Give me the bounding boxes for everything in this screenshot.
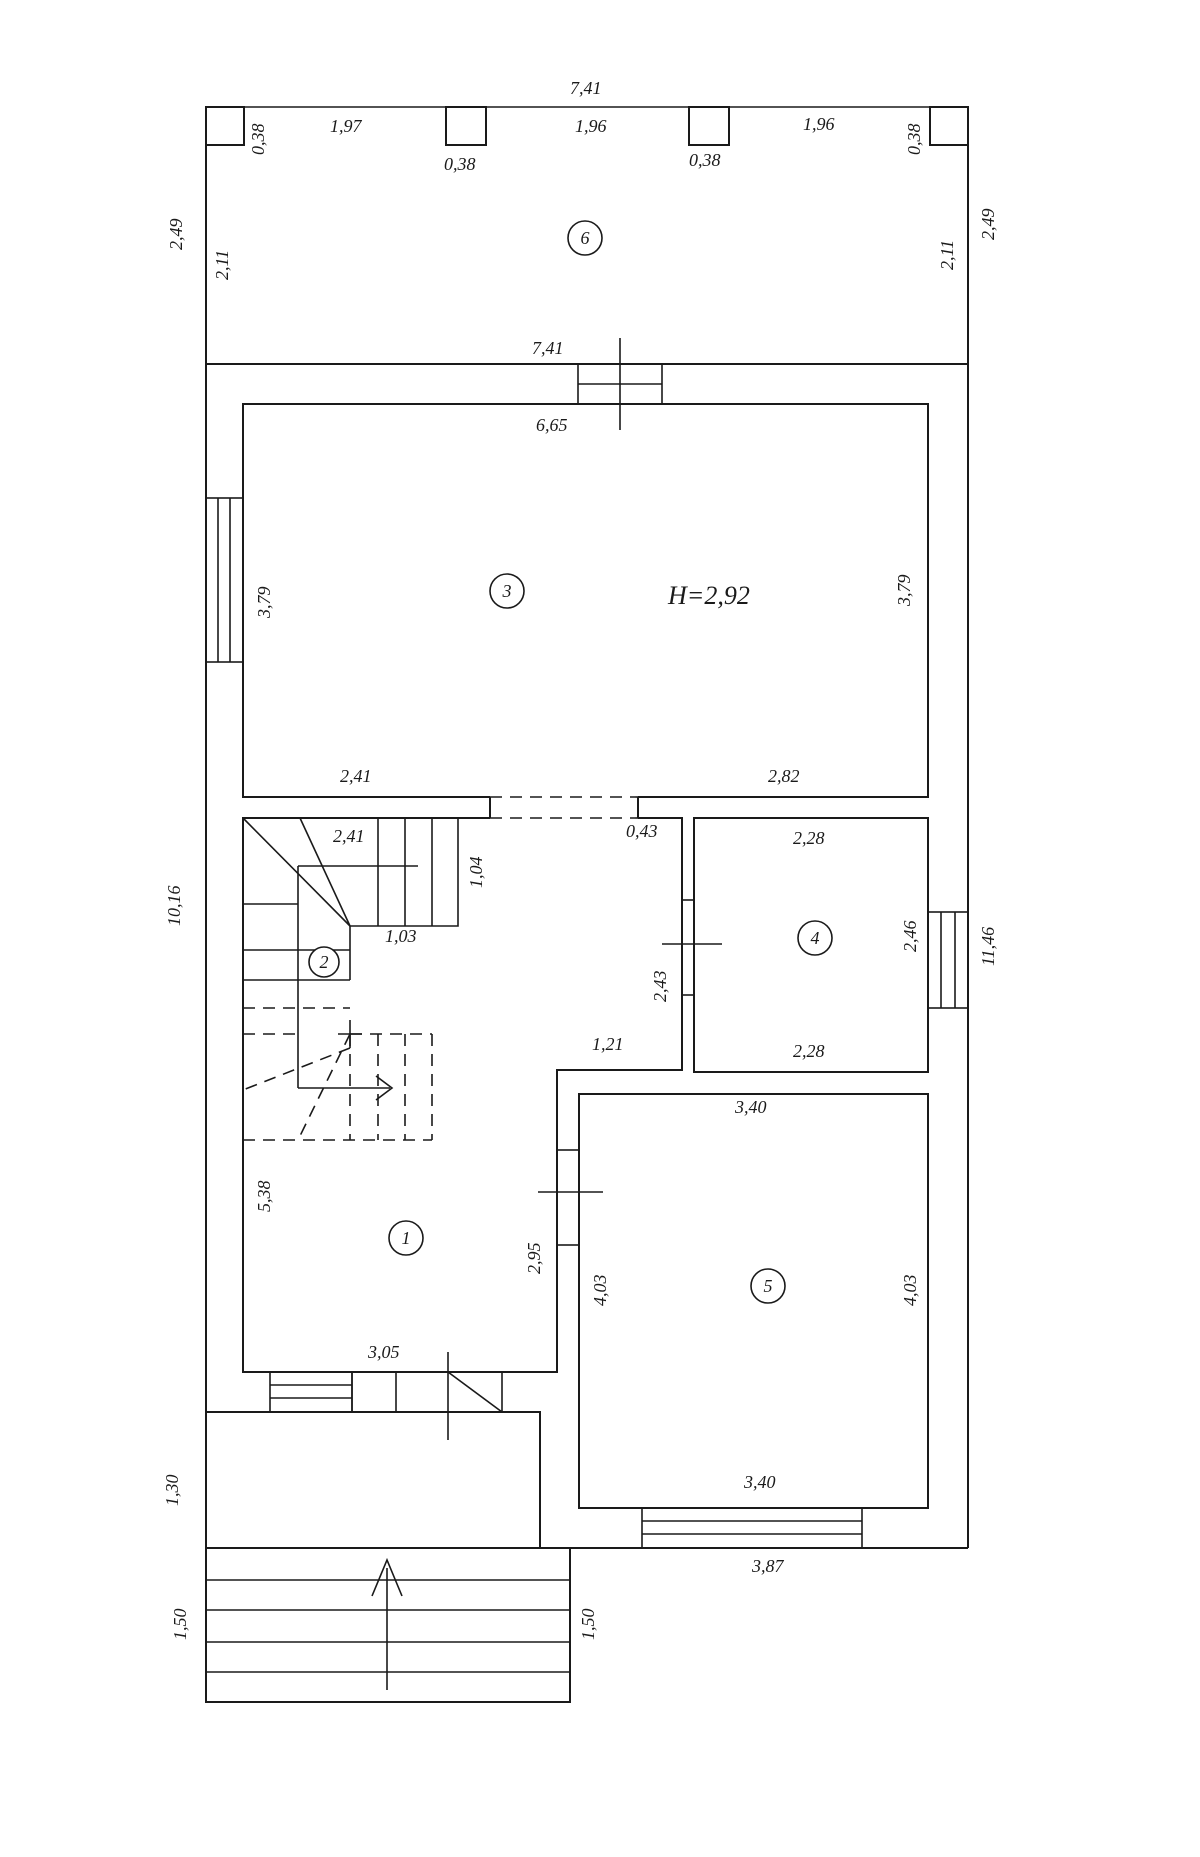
dim-room5-left: 4,03 [590,1275,610,1307]
porch [206,1411,541,1548]
dim-room3-left: 3,79 [254,587,274,620]
dim-terrace-seg1: 1,97 [330,116,363,136]
dim-room5-top: 3,40 [734,1097,767,1117]
dim-terrace-right-outer: 2,49 [978,209,998,241]
dim-room1-right-lower: 2,95 [524,1243,544,1275]
terrace-column-4 [929,106,969,146]
dim-room3-top: 6,65 [536,415,568,435]
room-label-5: 5 [750,1268,786,1304]
dim-room1-left: 5,38 [254,1181,274,1213]
dim-room5-right: 4,03 [900,1275,920,1307]
dim-room1-bottom: 3,05 [367,1342,400,1362]
dim-overall-width-top: 7,41 [570,78,602,98]
dim-col2-bottom: 0,38 [444,154,476,174]
dim-room5-bottom: 3,40 [743,1472,776,1492]
dim-col4-right: 0,38 [904,124,924,156]
room-label-2: 2 [308,946,340,978]
window-room-3 [205,497,244,663]
room-5 [578,1093,929,1509]
svg-text:1: 1 [402,1228,411,1248]
dim-stair-top: 2,41 [333,826,365,846]
dim-col1-left: 0,38 [248,124,268,156]
dim-room1-right-upper: 2,43 [650,971,670,1003]
entry-door [269,1352,503,1440]
front-door [577,338,663,430]
door-room-5 [538,1149,603,1246]
room-label-4: 4 [797,920,833,956]
dim-steps-right: 1,50 [578,1609,598,1641]
dim-terrace-left-inner: 2,11 [212,250,232,280]
svg-text:5: 5 [764,1276,773,1296]
door-room-4 [662,899,722,996]
dim-terrace-seg3: 1,96 [803,114,835,134]
dim-room3-bottom-left: 2,41 [340,766,372,786]
dim-stair-side: 1,04 [466,857,486,889]
dim-terrace-right-inner: 2,11 [937,240,957,270]
window-room-5 [641,1507,863,1549]
window-room-4 [927,911,969,1009]
dim-stair-bottom: 1,03 [385,926,417,946]
dim-opening: 0,43 [626,821,658,841]
dim-room4-right: 2,46 [900,921,920,953]
dim-room4-bottom: 2,28 [793,1041,825,1061]
ceiling-height: H=2,92 [667,581,750,610]
dim-steps-left: 1,50 [170,1609,190,1641]
dim-terrace-bottom: 7,41 [532,338,564,358]
room-3 [242,403,929,819]
terrace-column-2 [445,106,487,146]
svg-text:4: 4 [811,928,820,948]
svg-text:3: 3 [502,581,512,601]
room-label-1: 1 [388,1220,424,1256]
dim-porch-left: 1,30 [162,1475,182,1507]
terrace-column-3 [688,106,730,146]
svg-text:2: 2 [320,952,329,972]
dim-col3-bottom: 0,38 [689,150,721,170]
staircase [242,817,459,1141]
dim-bottom-right: 3,87 [751,1556,785,1576]
dim-terrace-seg2: 1,96 [575,116,607,136]
terrace-column-1 [205,106,245,146]
dim-terrace-left-outer: 2,49 [166,219,186,251]
dim-overall-right: 11,46 [978,927,998,966]
room-label-3: 3 [489,573,525,609]
room-label-6: 6 [567,220,603,256]
dim-room4-top: 2,28 [793,828,825,848]
dim-room3-right: 3,79 [894,575,914,608]
dim-room1-step: 1,21 [592,1034,624,1054]
dim-room3-bottom-right: 2,82 [768,766,800,786]
entry-steps [205,1547,571,1703]
dim-overall-left: 10,16 [164,886,184,927]
svg-text:6: 6 [581,228,590,248]
